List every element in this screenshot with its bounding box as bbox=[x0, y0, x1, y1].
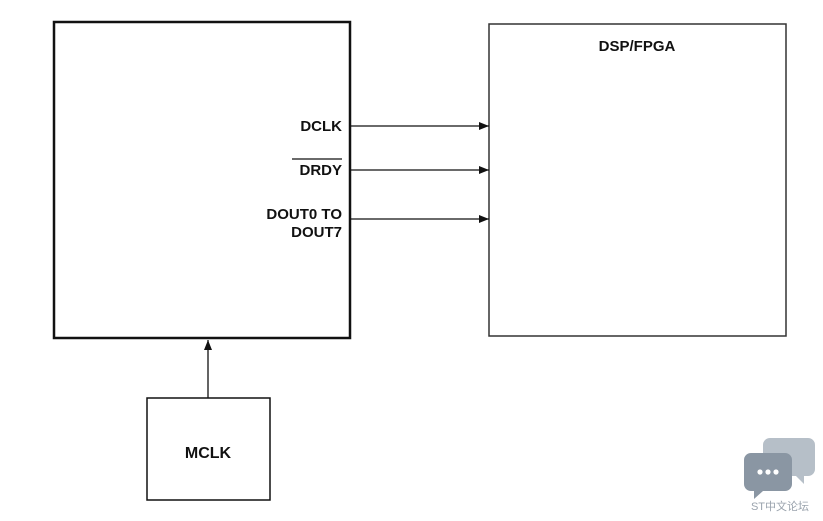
dsp-fpga-block bbox=[488, 23, 787, 337]
dsp-fpga-title: DSP/FPGA bbox=[599, 38, 676, 55]
drdy-label: DRDY bbox=[299, 162, 342, 179]
dout-label-line2: DOUT7 bbox=[291, 224, 342, 241]
device-block bbox=[52, 20, 352, 340]
dout-label-line1: DOUT0 TO bbox=[266, 206, 342, 223]
watermark-text: ST中文论坛 bbox=[751, 499, 809, 513]
chat-bubbles-icon bbox=[744, 438, 815, 499]
mclk-label: MCLK bbox=[185, 445, 232, 462]
dclk-label: DCLK bbox=[300, 118, 342, 135]
